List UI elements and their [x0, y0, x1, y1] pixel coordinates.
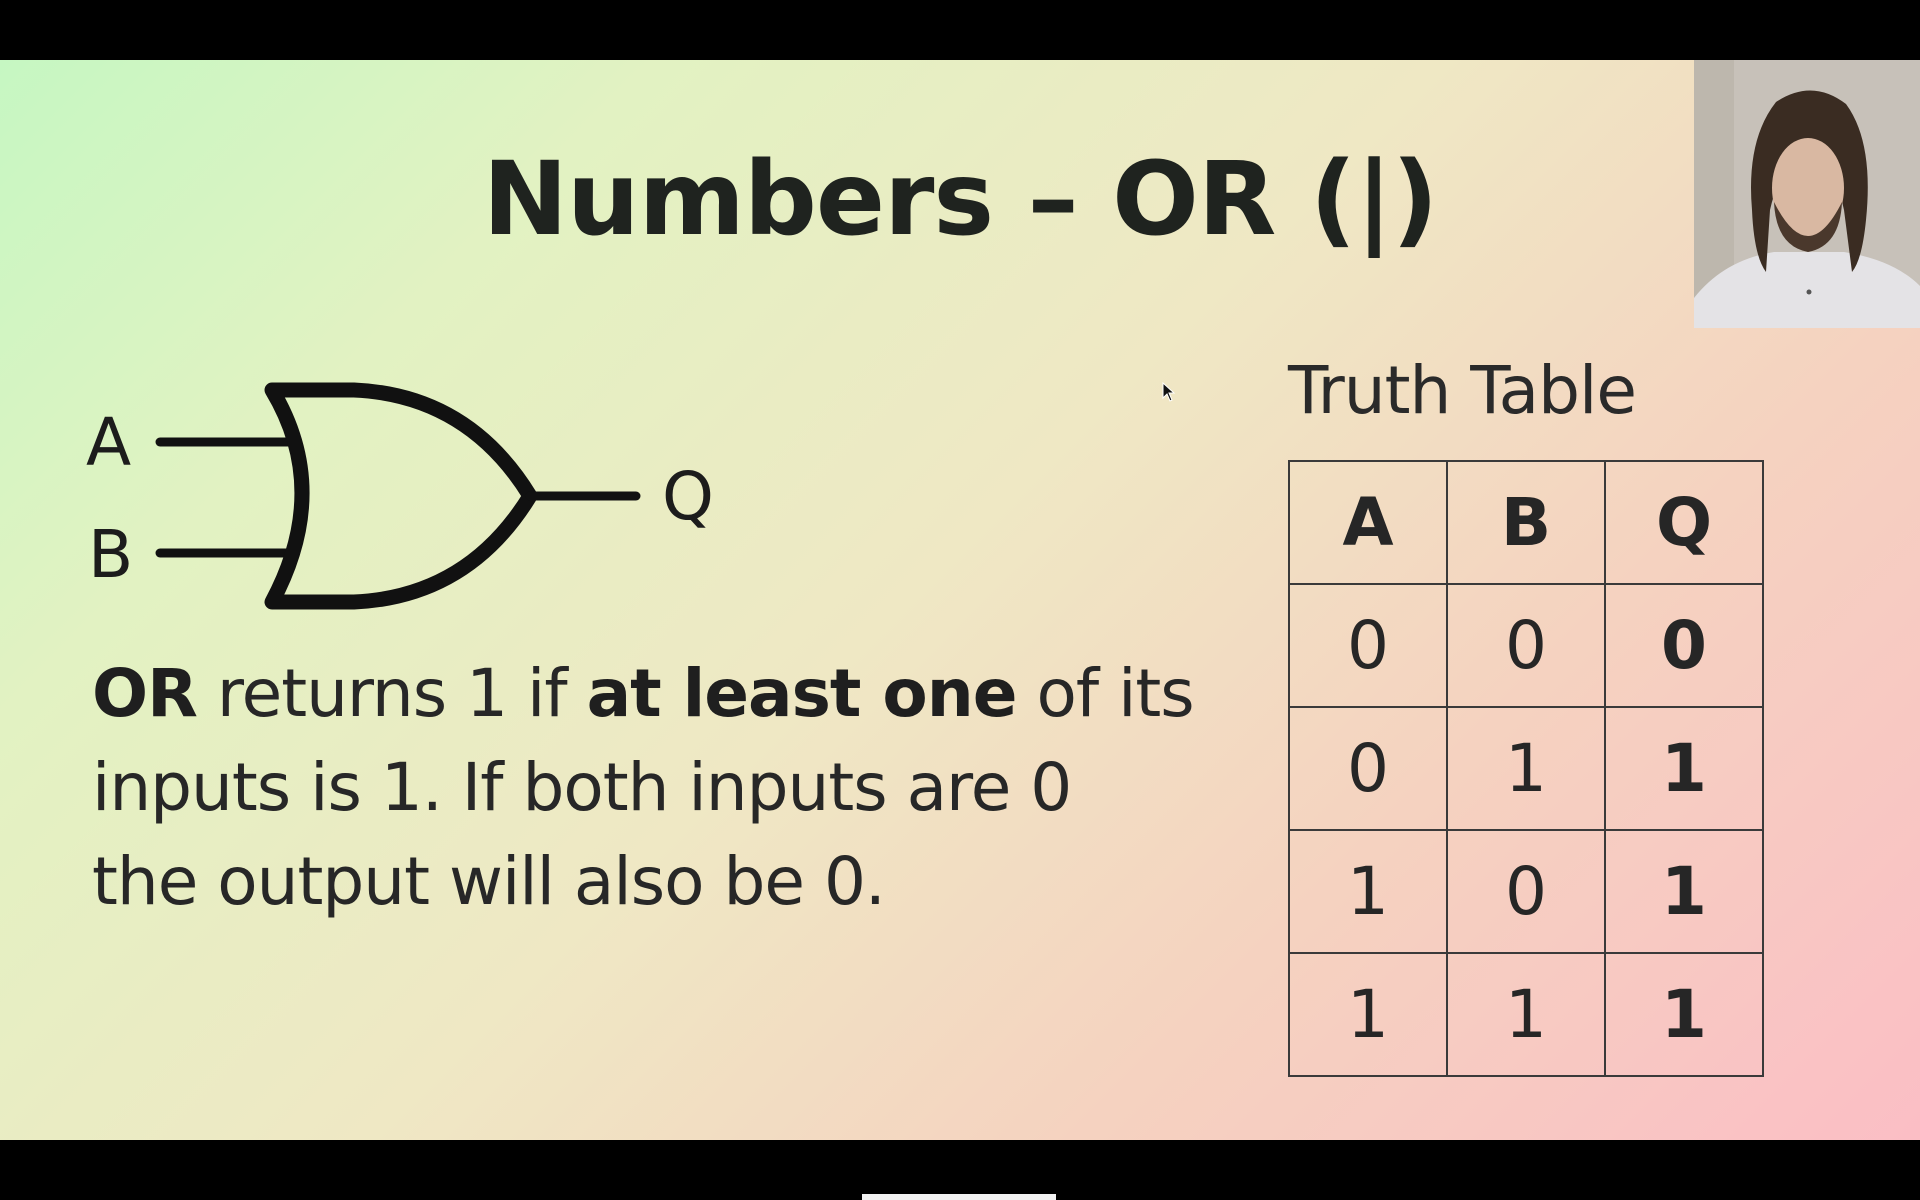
truth-table-header-row: A B Q — [1288, 460, 1764, 585]
description-line-1: OR returns 1 if at least one of its — [92, 647, 1252, 741]
description-line-3: the output will also be 0. — [92, 843, 886, 920]
table-row: 0 0 0 — [1288, 583, 1764, 708]
table-row: 1 0 1 — [1288, 829, 1764, 954]
cell-b: 0 — [1446, 583, 1606, 708]
presentation-slide: Numbers – OR (|) A B Q OR returns 1 if a… — [0, 60, 1920, 1140]
table-row: 0 1 1 — [1288, 706, 1764, 831]
cell-q: 0 — [1604, 583, 1764, 708]
gate-input-b-label: B — [88, 516, 134, 593]
truth-table-heading: Truth Table — [1288, 352, 1637, 429]
description-text: returns 1 if — [196, 655, 587, 732]
header-a: A — [1288, 460, 1448, 585]
gate-input-a-label: A — [86, 404, 132, 481]
cell-q: 1 — [1604, 829, 1764, 954]
mouse-pointer-icon — [1162, 381, 1178, 408]
presenter-webcam — [1694, 60, 1920, 328]
description-or-keyword: OR — [92, 655, 198, 732]
or-gate-diagram: A B Q — [70, 312, 750, 632]
cell-q: 1 — [1604, 706, 1764, 831]
video-progress-handle[interactable] — [862, 1194, 1056, 1200]
header-q: Q — [1604, 460, 1764, 585]
cell-b: 0 — [1446, 829, 1606, 954]
description-text: of its — [1016, 655, 1194, 732]
description-emphasis: at least one — [586, 655, 1018, 732]
cell-b: 1 — [1446, 952, 1606, 1077]
cell-a: 1 — [1288, 952, 1448, 1077]
cell-b: 1 — [1446, 706, 1606, 831]
or-gate-icon — [155, 382, 641, 610]
description-line-2: inputs is 1. If both inputs are 0 — [92, 749, 1072, 826]
presenter-silhouette-icon — [1694, 60, 1920, 328]
truth-table: A B Q 0 0 0 0 1 1 1 0 1 1 1 1 — [1288, 460, 1764, 1077]
header-b: B — [1446, 460, 1606, 585]
cell-q: 1 — [1604, 952, 1764, 1077]
cell-a: 1 — [1288, 829, 1448, 954]
cell-a: 0 — [1288, 583, 1448, 708]
slide-title: Numbers – OR (|) — [482, 140, 1439, 259]
table-row: 1 1 1 — [1288, 952, 1764, 1077]
cell-a: 0 — [1288, 706, 1448, 831]
or-description: OR returns 1 if at least one of its inpu… — [92, 647, 1252, 929]
gate-output-q-label: Q — [662, 458, 714, 535]
